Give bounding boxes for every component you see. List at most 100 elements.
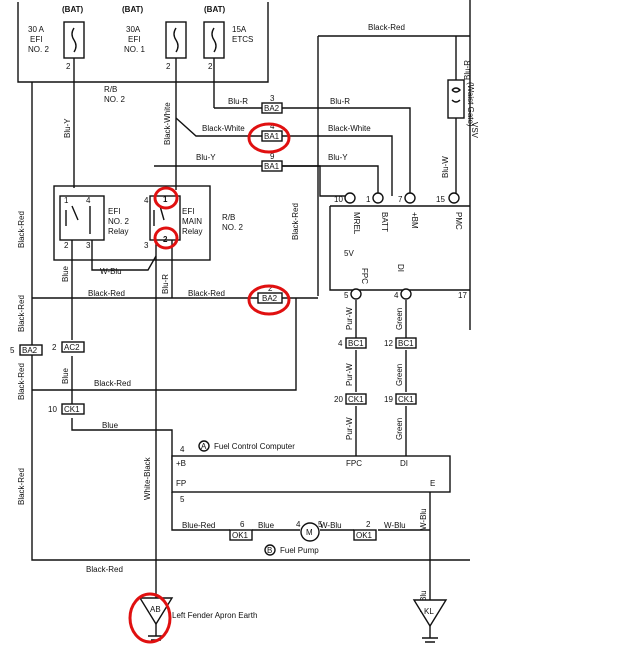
svg-text:7: 7 (398, 195, 403, 204)
svg-text:CK1: CK1 (348, 395, 364, 404)
svg-text:MREL: MREL (352, 212, 361, 235)
svg-text:FPC: FPC (346, 459, 362, 468)
svg-text:W-Blu: W-Blu (100, 267, 122, 276)
svg-text:Black-Red: Black-Red (291, 203, 300, 240)
svg-text:Green: Green (395, 308, 404, 330)
svg-text:BATT: BATT (380, 212, 389, 232)
svg-text:EFI: EFI (108, 207, 120, 216)
svg-text:Blu-R: Blu-R (161, 274, 170, 294)
svg-text:DI: DI (396, 264, 405, 272)
svg-text:Blue: Blue (61, 265, 70, 282)
svg-text:Black-White: Black-White (328, 124, 371, 133)
svg-text:1: 1 (64, 196, 69, 205)
svg-text:Pur-W: Pur-W (345, 417, 354, 440)
svg-text:FP: FP (176, 479, 186, 488)
fuel-pump: M 4 5 B Fuel Pump (264, 520, 323, 556)
svg-text:Black-Red: Black-Red (188, 289, 225, 298)
svg-text:3: 3 (86, 241, 91, 250)
svg-text:M: M (306, 528, 313, 537)
svg-text:19: 19 (384, 395, 393, 404)
svg-text:Relay: Relay (108, 227, 128, 236)
ground-ab: AB Left Fender Apron Earth (138, 597, 257, 641)
svg-text:Blu-R: Blu-R (463, 60, 472, 80)
svg-text:15: 15 (436, 195, 445, 204)
svg-text:Black-Red: Black-Red (86, 565, 123, 574)
svg-text:BC1: BC1 (348, 339, 364, 348)
svg-text:5: 5 (180, 495, 185, 504)
svg-text:4: 4 (270, 122, 275, 131)
svg-text:EFI: EFI (182, 207, 194, 216)
svg-text:Blu-Y: Blu-Y (63, 118, 72, 138)
svg-text:BA1: BA1 (264, 162, 280, 171)
svg-text:5: 5 (318, 520, 323, 529)
svg-text:Black-Red: Black-Red (94, 379, 131, 388)
svg-text:Blu-R: Blu-R (330, 97, 350, 106)
svg-text:2: 2 (268, 284, 273, 293)
svg-text:4: 4 (338, 339, 343, 348)
svg-text:2: 2 (66, 62, 71, 71)
svg-text:W-Blu: W-Blu (384, 521, 406, 530)
ground-kl: KL (412, 599, 448, 643)
svg-text:30 A: 30 A (28, 25, 45, 34)
svg-text:Blue: Blue (102, 421, 119, 430)
svg-text:15A: 15A (232, 25, 247, 34)
svg-text:W-Blu: W-Blu (419, 508, 428, 530)
svg-text:OK1: OK1 (356, 531, 373, 540)
svg-text:Black-Red: Black-Red (17, 295, 26, 332)
svg-text:BC1: BC1 (398, 339, 414, 348)
svg-text:R/B: R/B (104, 85, 117, 94)
red-highlights: 1 2 (128, 122, 291, 644)
svg-text:Black-Red: Black-Red (368, 23, 405, 32)
svg-text:4: 4 (394, 291, 399, 300)
svg-text:Pur-W: Pur-W (345, 307, 354, 330)
svg-text:(BAT): (BAT) (62, 5, 84, 14)
svg-text:20: 20 (334, 395, 343, 404)
svg-text:Fuel Pump: Fuel Pump (280, 546, 319, 555)
svg-text:2: 2 (208, 62, 213, 71)
svg-text:KL: KL (424, 607, 434, 616)
svg-text:2: 2 (64, 241, 69, 250)
svg-text:+BM: +BM (410, 212, 419, 229)
svg-text:Black-Red: Black-Red (88, 289, 125, 298)
svg-text:NO. 2: NO. 2 (104, 95, 125, 104)
svg-text:Green: Green (395, 418, 404, 440)
svg-text:12: 12 (384, 339, 393, 348)
fuse-block: (BAT) 30 A EFI NO. 2 2 (BAT) 30A EFI NO.… (17, 2, 269, 104)
svg-text:NO. 2: NO. 2 (222, 223, 243, 232)
relay-box: 1 4 2 3 EFI NO. 2 Relay 4 3 EFI MAIN Rel… (53, 185, 243, 261)
svg-text:Black-White: Black-White (202, 124, 245, 133)
svg-text:EFI: EFI (30, 35, 42, 44)
svg-text:1: 1 (163, 195, 168, 204)
svg-text:5: 5 (10, 346, 15, 355)
svg-text:+B: +B (176, 459, 186, 468)
svg-text:BA1: BA1 (264, 132, 280, 141)
svg-text:OK1: OK1 (232, 531, 249, 540)
svg-text:4: 4 (144, 196, 149, 205)
svg-text:2: 2 (163, 235, 168, 244)
svg-text:2: 2 (52, 343, 57, 352)
svg-text:B: B (267, 546, 272, 555)
svg-text:BA2: BA2 (22, 346, 38, 355)
svg-text:E: E (430, 479, 435, 488)
svg-text:PMC: PMC (454, 212, 463, 230)
svg-text:Relay: Relay (182, 227, 202, 236)
svg-text:4: 4 (180, 445, 185, 454)
svg-text:Black-White: Black-White (163, 102, 172, 145)
svg-text:CK1: CK1 (398, 395, 414, 404)
svg-text:DI: DI (400, 459, 408, 468)
svg-text:9: 9 (270, 152, 275, 161)
ecu-box: 10 1 7 15 MREL BATT +BM PMC 5V 5 4 17 FP… (329, 192, 470, 300)
svg-text:Blue-Red: Blue-Red (182, 521, 215, 530)
svg-text:CK1: CK1 (64, 405, 80, 414)
svg-text:10: 10 (48, 405, 57, 414)
svg-text:Pur-W: Pur-W (345, 363, 354, 386)
svg-text:R/B: R/B (222, 213, 235, 222)
svg-text:ETCS: ETCS (232, 35, 253, 44)
svg-text:Blu-Y: Blu-Y (328, 153, 348, 162)
svg-text:Black-Red: Black-Red (17, 468, 26, 505)
svg-text:NO. 2: NO. 2 (28, 45, 49, 54)
svg-text:6: 6 (240, 520, 245, 529)
svg-text:Fuel Control Computer: Fuel Control Computer (214, 442, 295, 451)
